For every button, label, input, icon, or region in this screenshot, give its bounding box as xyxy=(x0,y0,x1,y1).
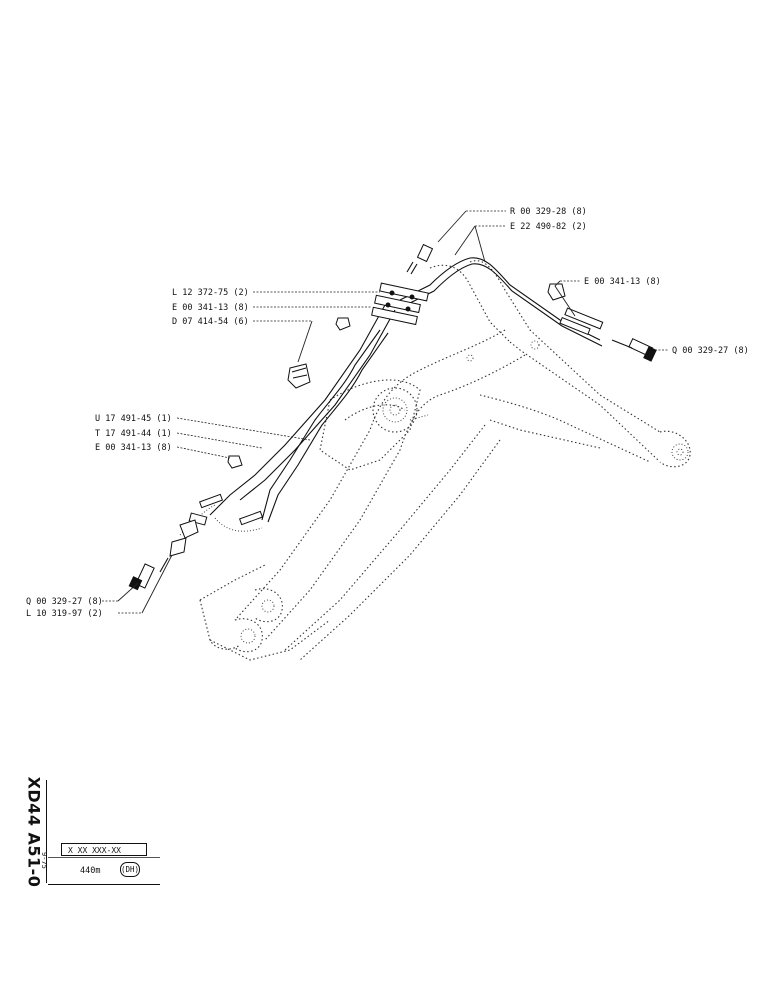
label-r-00-329-28: R 00 329-28 (8) xyxy=(510,207,587,217)
machine-variant: (DH) xyxy=(120,862,140,877)
label-d-07-414-54: D 07 414-54 (6) xyxy=(172,317,249,327)
clamp-lower xyxy=(188,493,264,526)
drawing-code-text: XD44 A51-0 xyxy=(24,776,44,887)
nut-small xyxy=(335,317,351,331)
part-labels: R 00 329-28 (8) E 22 490-82 (2) L 12 372… xyxy=(26,207,749,619)
drawing-code: XD44 A51-0 xyxy=(22,776,47,887)
bolt-top xyxy=(406,243,434,275)
clamp-right xyxy=(559,307,604,336)
leader-lines xyxy=(102,210,668,614)
clamp-upper xyxy=(371,282,429,326)
machine-model: 440m xyxy=(80,866,101,876)
hydraulic-fittings xyxy=(128,243,657,591)
block-connector xyxy=(287,363,311,389)
label-e-22-490-82: E 22 490-82 (2) xyxy=(510,222,587,232)
bolt-right xyxy=(611,338,657,362)
nut-right xyxy=(547,283,566,301)
label-l-12-372-75: L 12 372-75 (2) xyxy=(172,288,249,298)
hydraulic-pipes xyxy=(179,257,603,536)
label-l-10-319-97: L 10 319-97 (2) xyxy=(26,609,103,619)
label-e-00-341-13-top: E 00 341-13 (8) xyxy=(172,303,249,313)
coupling-lower xyxy=(159,519,199,573)
title-divider xyxy=(48,857,160,858)
label-q-00-329-27-right: Q 00 329-27 (8) xyxy=(672,346,749,356)
label-e-00-341-13-mid: E 00 341-13 (8) xyxy=(95,443,172,453)
title-bottom-rule xyxy=(48,884,160,885)
nut-mid xyxy=(227,455,243,469)
reference-number: X XX XXX-XX xyxy=(61,843,147,856)
bolt-left xyxy=(128,563,155,591)
boom-outline xyxy=(199,260,691,661)
label-q-00-329-27-left: Q 00 329-27 (8) xyxy=(26,597,103,607)
drawing-date: 9-75 xyxy=(40,852,48,869)
label-t-17-491-44: T 17 491-44 (1) xyxy=(95,429,172,439)
label-u-17-491-45: U 17 491-45 (1) xyxy=(95,414,172,424)
label-e-00-341-13-right: E 00 341-13 (8) xyxy=(584,277,661,287)
